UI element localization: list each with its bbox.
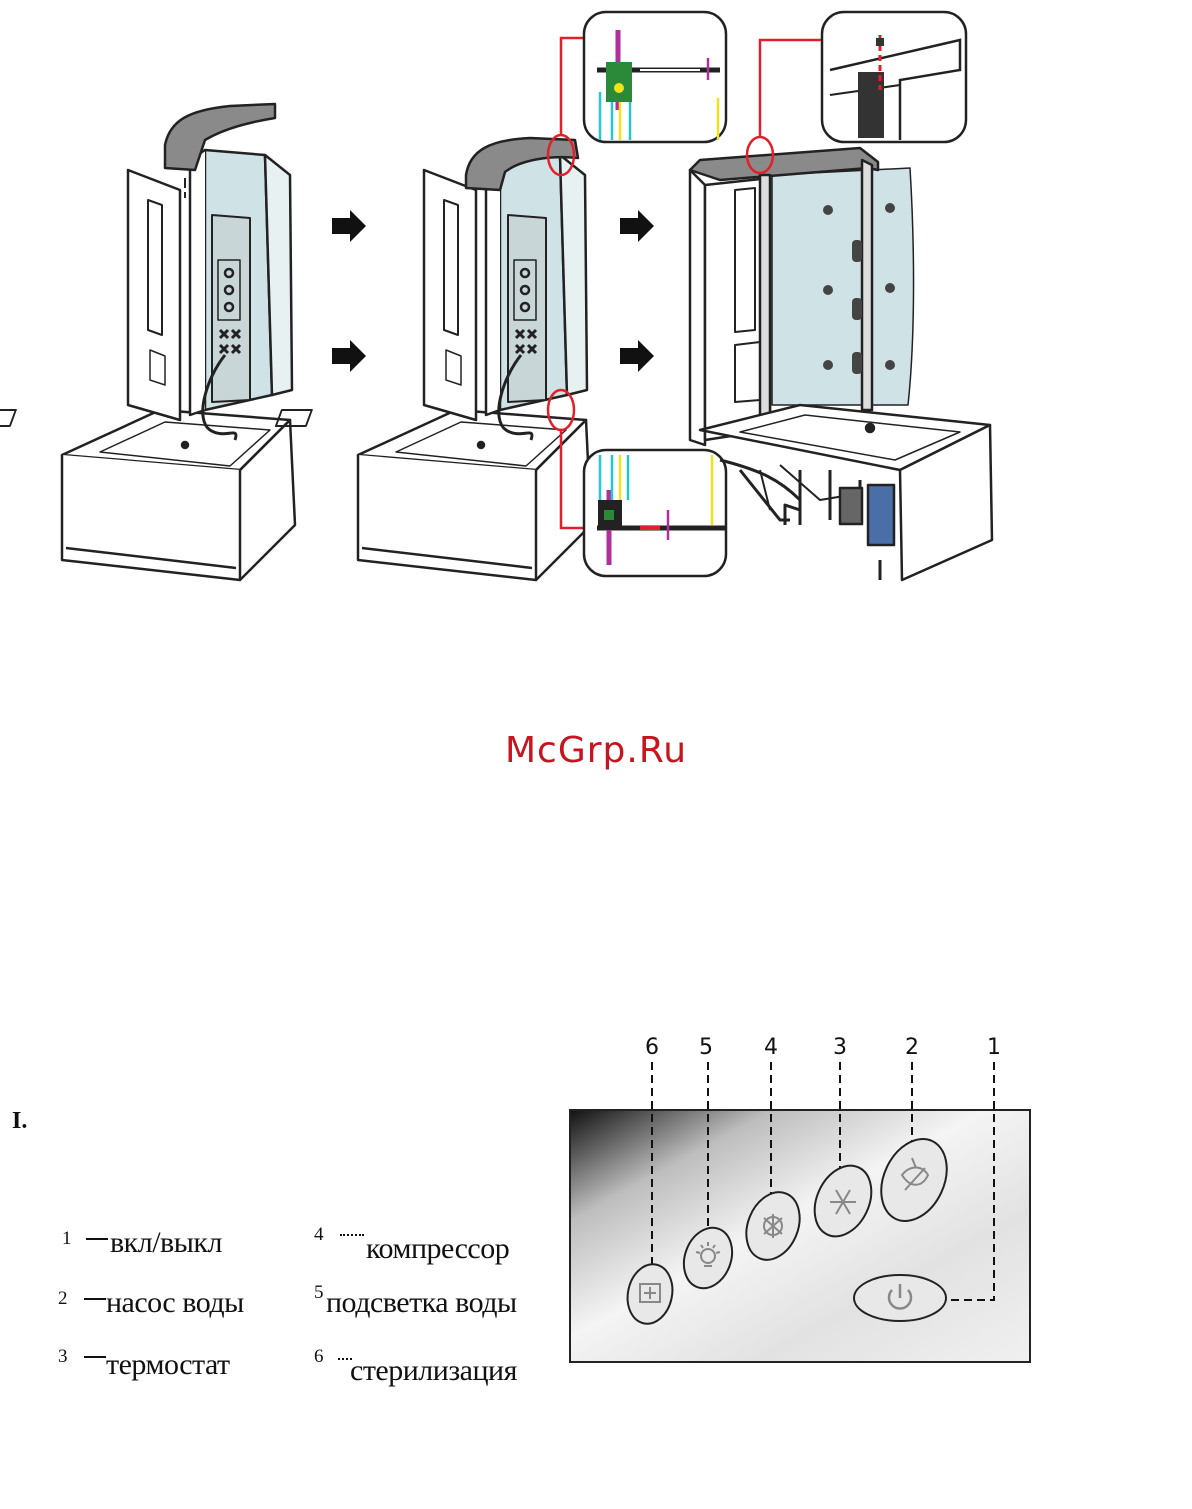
- legend-number: 5: [314, 1282, 324, 1304]
- legend-number: 1: [62, 1228, 72, 1250]
- legend-leader: [84, 1356, 106, 1358]
- legend-label: стерилизация: [350, 1354, 517, 1388]
- callout-6: 6: [645, 1035, 659, 1060]
- legend-label: подсветка воды: [326, 1286, 517, 1320]
- control-panel-diagram: 6 5 4 3 2 1: [560, 1030, 1040, 1370]
- detail-inset-top-fastener: [584, 12, 726, 142]
- stage-1-cabin-with-roof-above: [0, 104, 295, 580]
- section-label: I.: [12, 1108, 27, 1135]
- legend-label: компрессор: [366, 1232, 509, 1266]
- power-button[interactable]: [854, 1275, 946, 1321]
- callout-4: 4: [764, 1035, 778, 1060]
- assembly-illustration: [0, 0, 1192, 640]
- watermark: McGrp.Ru: [0, 730, 1192, 771]
- legend-number: 6: [314, 1346, 324, 1368]
- callout-1: 1: [987, 1035, 1001, 1060]
- panel-face: [570, 1110, 1030, 1362]
- legend-leader: [340, 1234, 364, 1236]
- legend-leader: [86, 1238, 108, 1240]
- stage-2-roof-attached: [276, 138, 591, 580]
- callout-3: 3: [833, 1035, 847, 1060]
- legend-number: 3: [58, 1346, 68, 1368]
- legend-number: 2: [58, 1288, 68, 1310]
- detail-inset-bottom-fastener: [584, 450, 726, 576]
- legend-label: вкл/выкл: [110, 1226, 222, 1260]
- stage-3-cabin-assembled: [690, 148, 992, 580]
- legend-label: насос воды: [106, 1286, 244, 1320]
- callout-5: 5: [699, 1035, 713, 1060]
- legend-number: 4: [314, 1224, 324, 1246]
- callout-2: 2: [905, 1035, 919, 1060]
- legend-label: термостат: [106, 1348, 230, 1382]
- detail-inset-roof-screw: [822, 12, 966, 142]
- legend-leader: [84, 1298, 106, 1300]
